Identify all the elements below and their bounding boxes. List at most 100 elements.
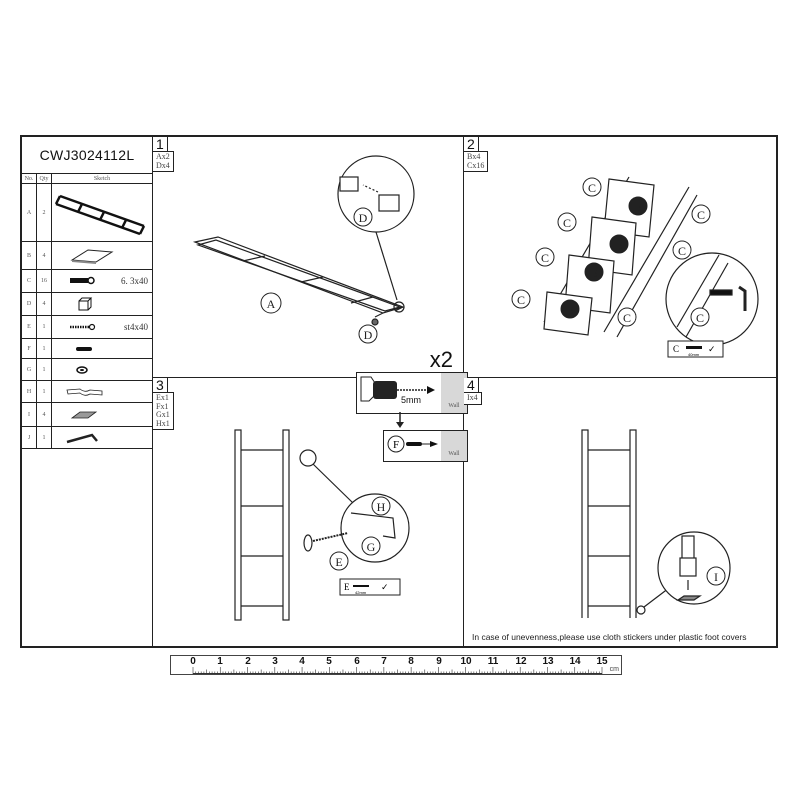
- part-qty: 1: [36, 338, 53, 359]
- svg-text:✓: ✓: [708, 344, 716, 354]
- label-a: A: [267, 297, 276, 311]
- part-id: J: [22, 426, 38, 449]
- svg-text:C: C: [678, 244, 686, 258]
- ruler-mark: 1: [217, 656, 223, 667]
- table-row: H 1: [22, 380, 152, 403]
- bolt-size-callout: C 40mm ✓: [667, 340, 724, 358]
- part-id: C: [22, 269, 38, 293]
- part-qty: 1: [36, 380, 53, 403]
- table-row: D 4: [22, 292, 152, 316]
- model-number: CWJ3024112L: [22, 137, 152, 174]
- step-parts: Bx4 Cx16: [464, 151, 489, 172]
- ruler-mark: 15: [596, 656, 608, 667]
- svg-text:E: E: [335, 555, 342, 569]
- ruler-mark: 7: [381, 656, 387, 667]
- screw-icon: [70, 323, 96, 331]
- quantity-multiplier: x2: [429, 347, 453, 372]
- unevenness-note: In case of unevenness,please use cloth s…: [472, 632, 747, 642]
- table-row: J 1: [22, 426, 152, 449]
- svg-text:40mm: 40mm: [688, 352, 700, 357]
- svg-text:C: C: [541, 251, 549, 265]
- step-4-panel: 4 Ix4 I In case o: [464, 378, 778, 648]
- parts-table-header: No. Qty Sketch: [22, 174, 152, 184]
- measurement-ruler: 0 1 2 3 4 5 6 7 8 9 10 11 12 13 14 15 cm: [170, 655, 622, 675]
- step-3-panel: 3 Ex1 Fx1 Gx1 Hx1 H: [153, 372, 468, 648]
- label-d: D: [359, 211, 368, 225]
- ruler-mark: 10: [460, 656, 472, 667]
- step-parts: Ex1 Fx1 Gx1 Hx1: [153, 392, 174, 430]
- ruler-unit: cm: [609, 666, 619, 673]
- svg-text:B: B: [634, 200, 642, 214]
- svg-text:H: H: [377, 500, 386, 514]
- ruler-mark: 0: [190, 656, 196, 667]
- svg-text:B: B: [590, 266, 598, 280]
- svg-text:I: I: [714, 570, 718, 584]
- svg-text:C: C: [697, 208, 705, 222]
- svg-text:B: B: [566, 303, 574, 317]
- part-qty: 1: [36, 358, 53, 381]
- svg-text:✓: ✓: [381, 582, 389, 592]
- table-row: I 4: [22, 402, 152, 427]
- part-qty: 4: [36, 292, 53, 316]
- part-id: B: [22, 241, 38, 270]
- part-id: I: [22, 402, 38, 427]
- part-qty: 1: [36, 315, 53, 339]
- part-qty: 1: [36, 426, 53, 449]
- header-no: No.: [22, 174, 38, 184]
- table-row: E 1 st4x40: [22, 315, 152, 339]
- ruler-mark: 6: [354, 656, 360, 667]
- table-row: F 1: [22, 338, 152, 359]
- ruler-mark: 14: [569, 656, 581, 667]
- part-qty: 2: [36, 183, 53, 242]
- wall-plug-icon: F: [387, 435, 438, 453]
- step-part: Ix4: [467, 393, 478, 402]
- step-part: Ex1: [156, 393, 169, 402]
- ruler-mark: 8: [408, 656, 414, 667]
- ruler-mark: 13: [542, 656, 554, 667]
- screw-size-callout: E 42mm ✓: [339, 578, 401, 596]
- ruler-mark: 2: [245, 656, 251, 667]
- step-1-panel: 1 Ax2 Dx4 A: [153, 137, 464, 378]
- ruler-ticks: [192, 667, 603, 674]
- end-cap-icon: [78, 297, 93, 311]
- svg-text:C: C: [623, 311, 631, 325]
- step-part: Hx1: [156, 418, 170, 428]
- arrow-down-icon: [396, 412, 404, 428]
- parts-table: No. Qty Sketch A 2 B 4 C 16 6. 3x40 D: [22, 174, 152, 449]
- drill-bit-size: 5mm: [401, 395, 421, 405]
- part-id: A: [22, 183, 38, 242]
- header-sketch: Sketch: [51, 174, 152, 184]
- svg-text:C: C: [673, 344, 679, 354]
- part-id: G: [22, 358, 38, 381]
- ruler-mark: 9: [436, 656, 442, 667]
- part-id: F: [22, 338, 38, 359]
- part-id: H: [22, 380, 38, 403]
- svg-text:42mm: 42mm: [355, 590, 367, 595]
- part-qty: 16: [36, 269, 53, 293]
- step-parts: Ix4: [464, 392, 482, 405]
- label-d: D: [364, 328, 373, 342]
- part-spec: st4x40: [123, 322, 148, 332]
- part-qty: 4: [36, 241, 53, 270]
- ruler-mark: 4: [299, 656, 305, 667]
- part-id: D: [22, 292, 38, 316]
- svg-text:C: C: [517, 293, 525, 307]
- part-qty: 4: [36, 402, 53, 427]
- svg-text:B: B: [615, 238, 623, 252]
- part-spec: 6. 3x40: [121, 276, 148, 286]
- svg-text:E: E: [344, 582, 350, 592]
- shelf-board-icon: [70, 248, 114, 264]
- step-part: Ax2: [156, 152, 170, 161]
- step-part: Bx4: [467, 152, 481, 161]
- step-2-panel: 2 Bx4 Cx16 B B B B C C C: [464, 137, 778, 378]
- ruler-mark: 11: [487, 656, 499, 667]
- step-part: Dx4: [156, 160, 170, 170]
- step-part: Gx1: [156, 410, 170, 419]
- table-row: B 4: [22, 241, 152, 270]
- instruction-sheet: CWJ3024112L No. Qty Sketch A 2 B 4 C 16 …: [20, 135, 778, 648]
- allen-key-icon: [66, 433, 98, 443]
- anti-tip-strap-icon: [66, 388, 103, 396]
- table-row: G 1: [22, 358, 152, 381]
- ladder-frame-icon: [54, 194, 146, 235]
- header-qty: Qty: [36, 174, 53, 184]
